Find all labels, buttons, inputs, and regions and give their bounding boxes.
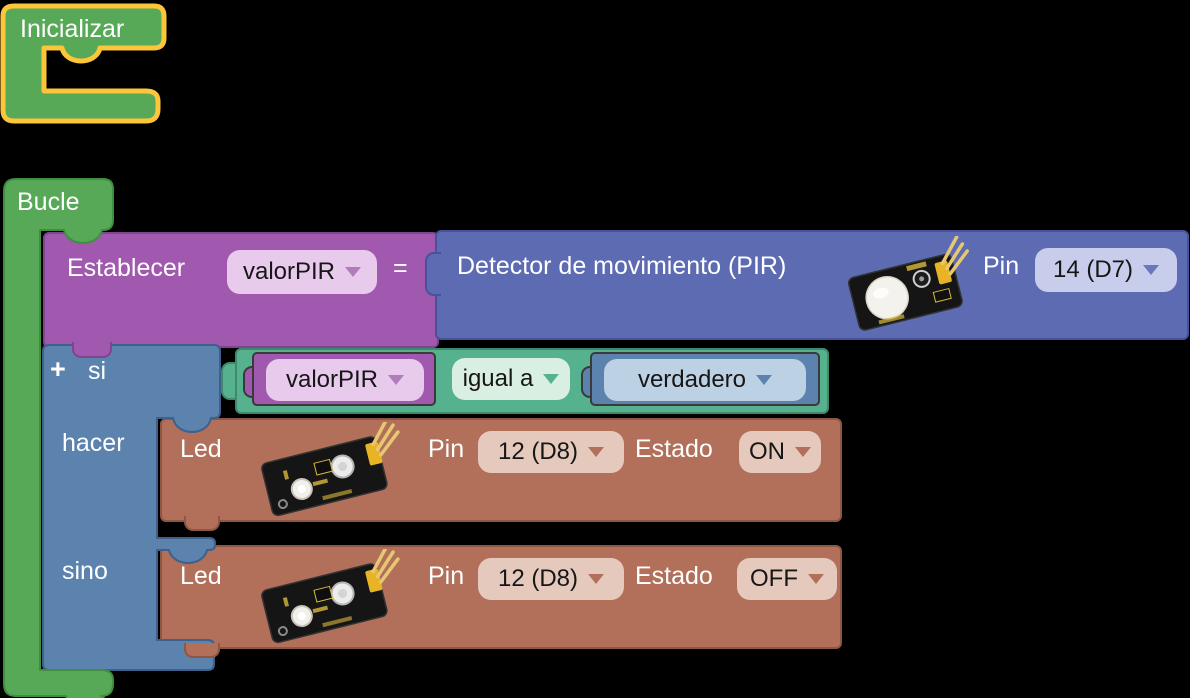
led-off-label: Led (180, 562, 222, 590)
led-on-label: Led (180, 435, 222, 463)
pir-output-connector (425, 252, 441, 296)
establecer-label: Establecer (67, 254, 186, 282)
led-module-image (261, 422, 400, 517)
boolean-value-dropdown[interactable]: verdadero (604, 359, 806, 401)
led-module-image (261, 549, 400, 644)
else-label: sino (62, 557, 108, 585)
dropdown-arrow-icon (756, 375, 773, 385)
dropdown-arrow-icon (808, 574, 824, 584)
bucle-block[interactable] (0, 176, 200, 698)
bucle-label: Bucle (17, 188, 80, 216)
do-label: hacer (62, 429, 125, 457)
pir-label: Detector de movimiento (PIR) (457, 252, 787, 280)
pir-pin-dropdown[interactable]: 14 (D7) (1035, 248, 1177, 292)
dropdown-arrow-icon (588, 574, 605, 584)
boolean-block[interactable]: verdadero (590, 352, 820, 406)
establecer-variable-dropdown[interactable]: valorPIR (227, 250, 377, 294)
pir-sensor-block[interactable]: Detector de movimiento (PIR) Pin (435, 230, 1189, 340)
pir-sensor-image (847, 236, 970, 331)
inicializar-block[interactable] (0, 2, 174, 134)
pir-pin-label: Pin (983, 252, 1020, 280)
led-on-pin-label: Pin (428, 435, 465, 463)
comparison-block[interactable]: valorPIR igual a verdadero (235, 348, 829, 414)
led-on-estado-label: Estado (635, 435, 713, 463)
led-off-pin-dropdown[interactable]: 12 (D8) (478, 558, 624, 600)
comparison-operator-dropdown[interactable]: igual a (452, 358, 570, 400)
led-off-pin-label: Pin (428, 562, 465, 590)
establecer-block[interactable]: Establecer valorPIR = (43, 232, 439, 348)
led-on-pin-dropdown[interactable]: 12 (D8) (478, 431, 624, 473)
led-off-estado-label: Estado (635, 562, 713, 590)
dropdown-arrow-icon (543, 374, 560, 384)
led-on-state-dropdown[interactable]: ON (739, 431, 821, 473)
dropdown-arrow-icon (795, 447, 811, 457)
establecer-bottom-connector (72, 342, 112, 358)
dropdown-arrow-icon (345, 267, 362, 277)
led-on-bottom-connector (184, 516, 220, 531)
dropdown-arrow-icon (1143, 265, 1160, 275)
if-mutator-plus-button[interactable]: + (50, 354, 66, 384)
variable-block[interactable]: valorPIR (252, 352, 436, 406)
led-off-bottom-connector (184, 643, 220, 658)
dropdown-arrow-icon (388, 375, 405, 385)
dropdown-arrow-icon (588, 447, 605, 457)
inicializar-label: Inicializar (20, 15, 125, 43)
condition-variable-dropdown[interactable]: valorPIR (266, 359, 424, 401)
led-off-state-dropdown[interactable]: OFF (737, 558, 837, 600)
led-block-off[interactable]: Led Pin 12 (160, 545, 842, 649)
led-block-on[interactable]: Led Pin 12 (160, 418, 842, 522)
equals-label: = (393, 254, 408, 282)
if-label: si (88, 357, 107, 385)
